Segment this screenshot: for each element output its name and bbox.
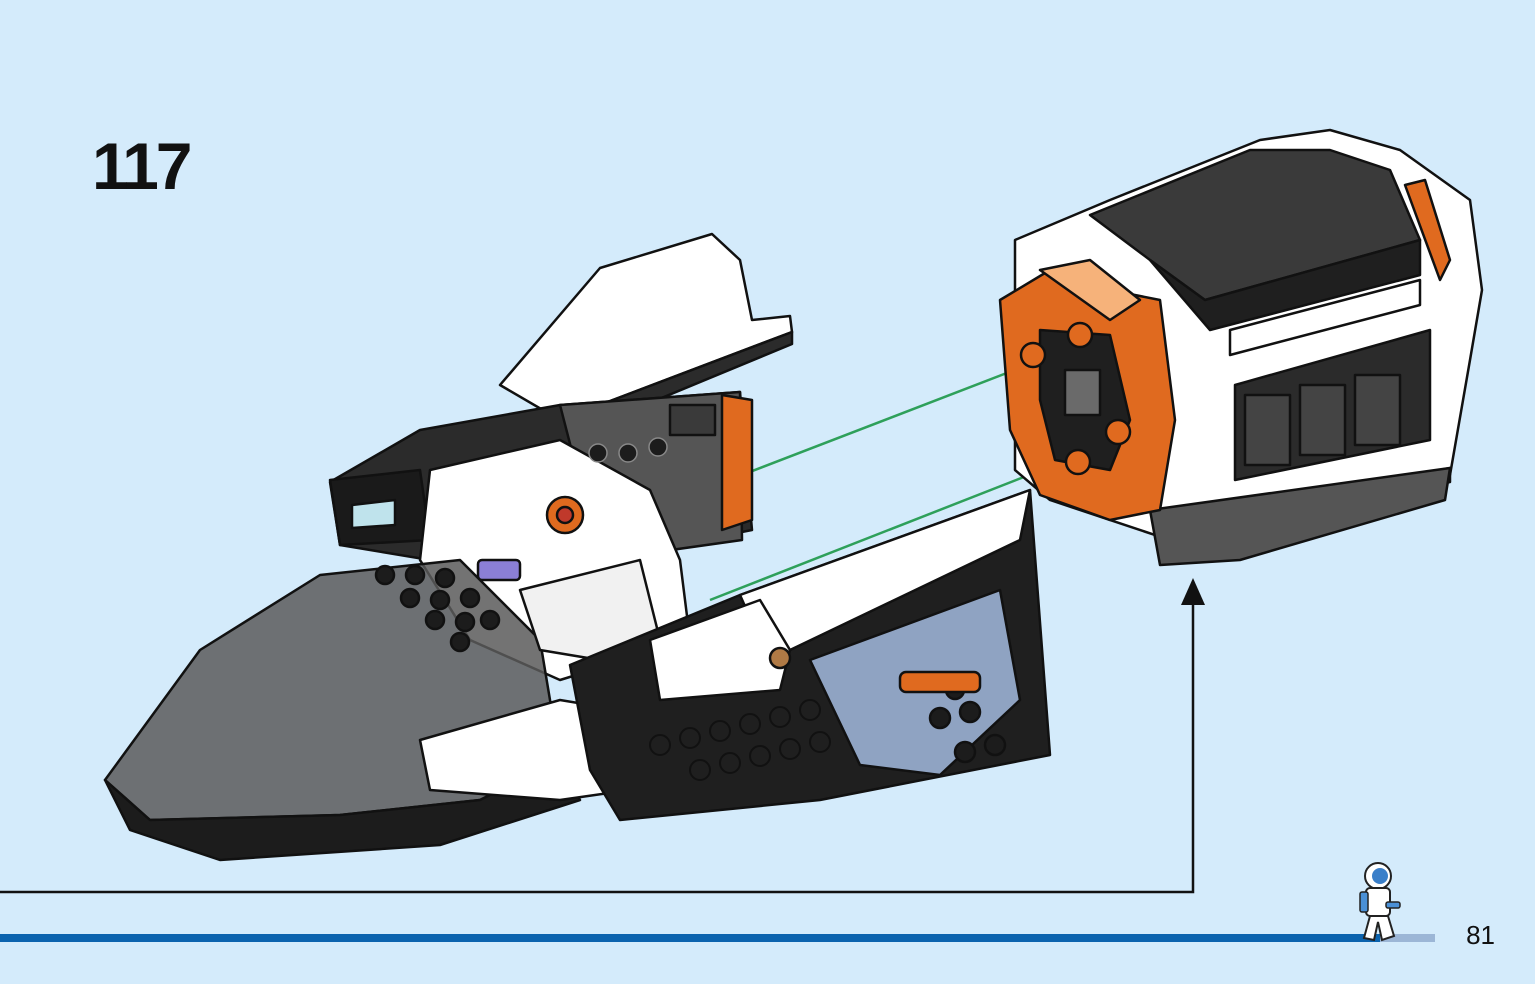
astronaut-icon: [1359, 862, 1401, 942]
progress-bar: [0, 934, 1435, 942]
callout-connector: [0, 578, 1205, 894]
crew-module: [998, 128, 1484, 567]
page-number: 81: [1466, 920, 1495, 950]
spaceship-fuselage: [103, 232, 1052, 862]
step-number: 117: [92, 129, 192, 203]
arrow-up-icon: [1181, 578, 1205, 605]
